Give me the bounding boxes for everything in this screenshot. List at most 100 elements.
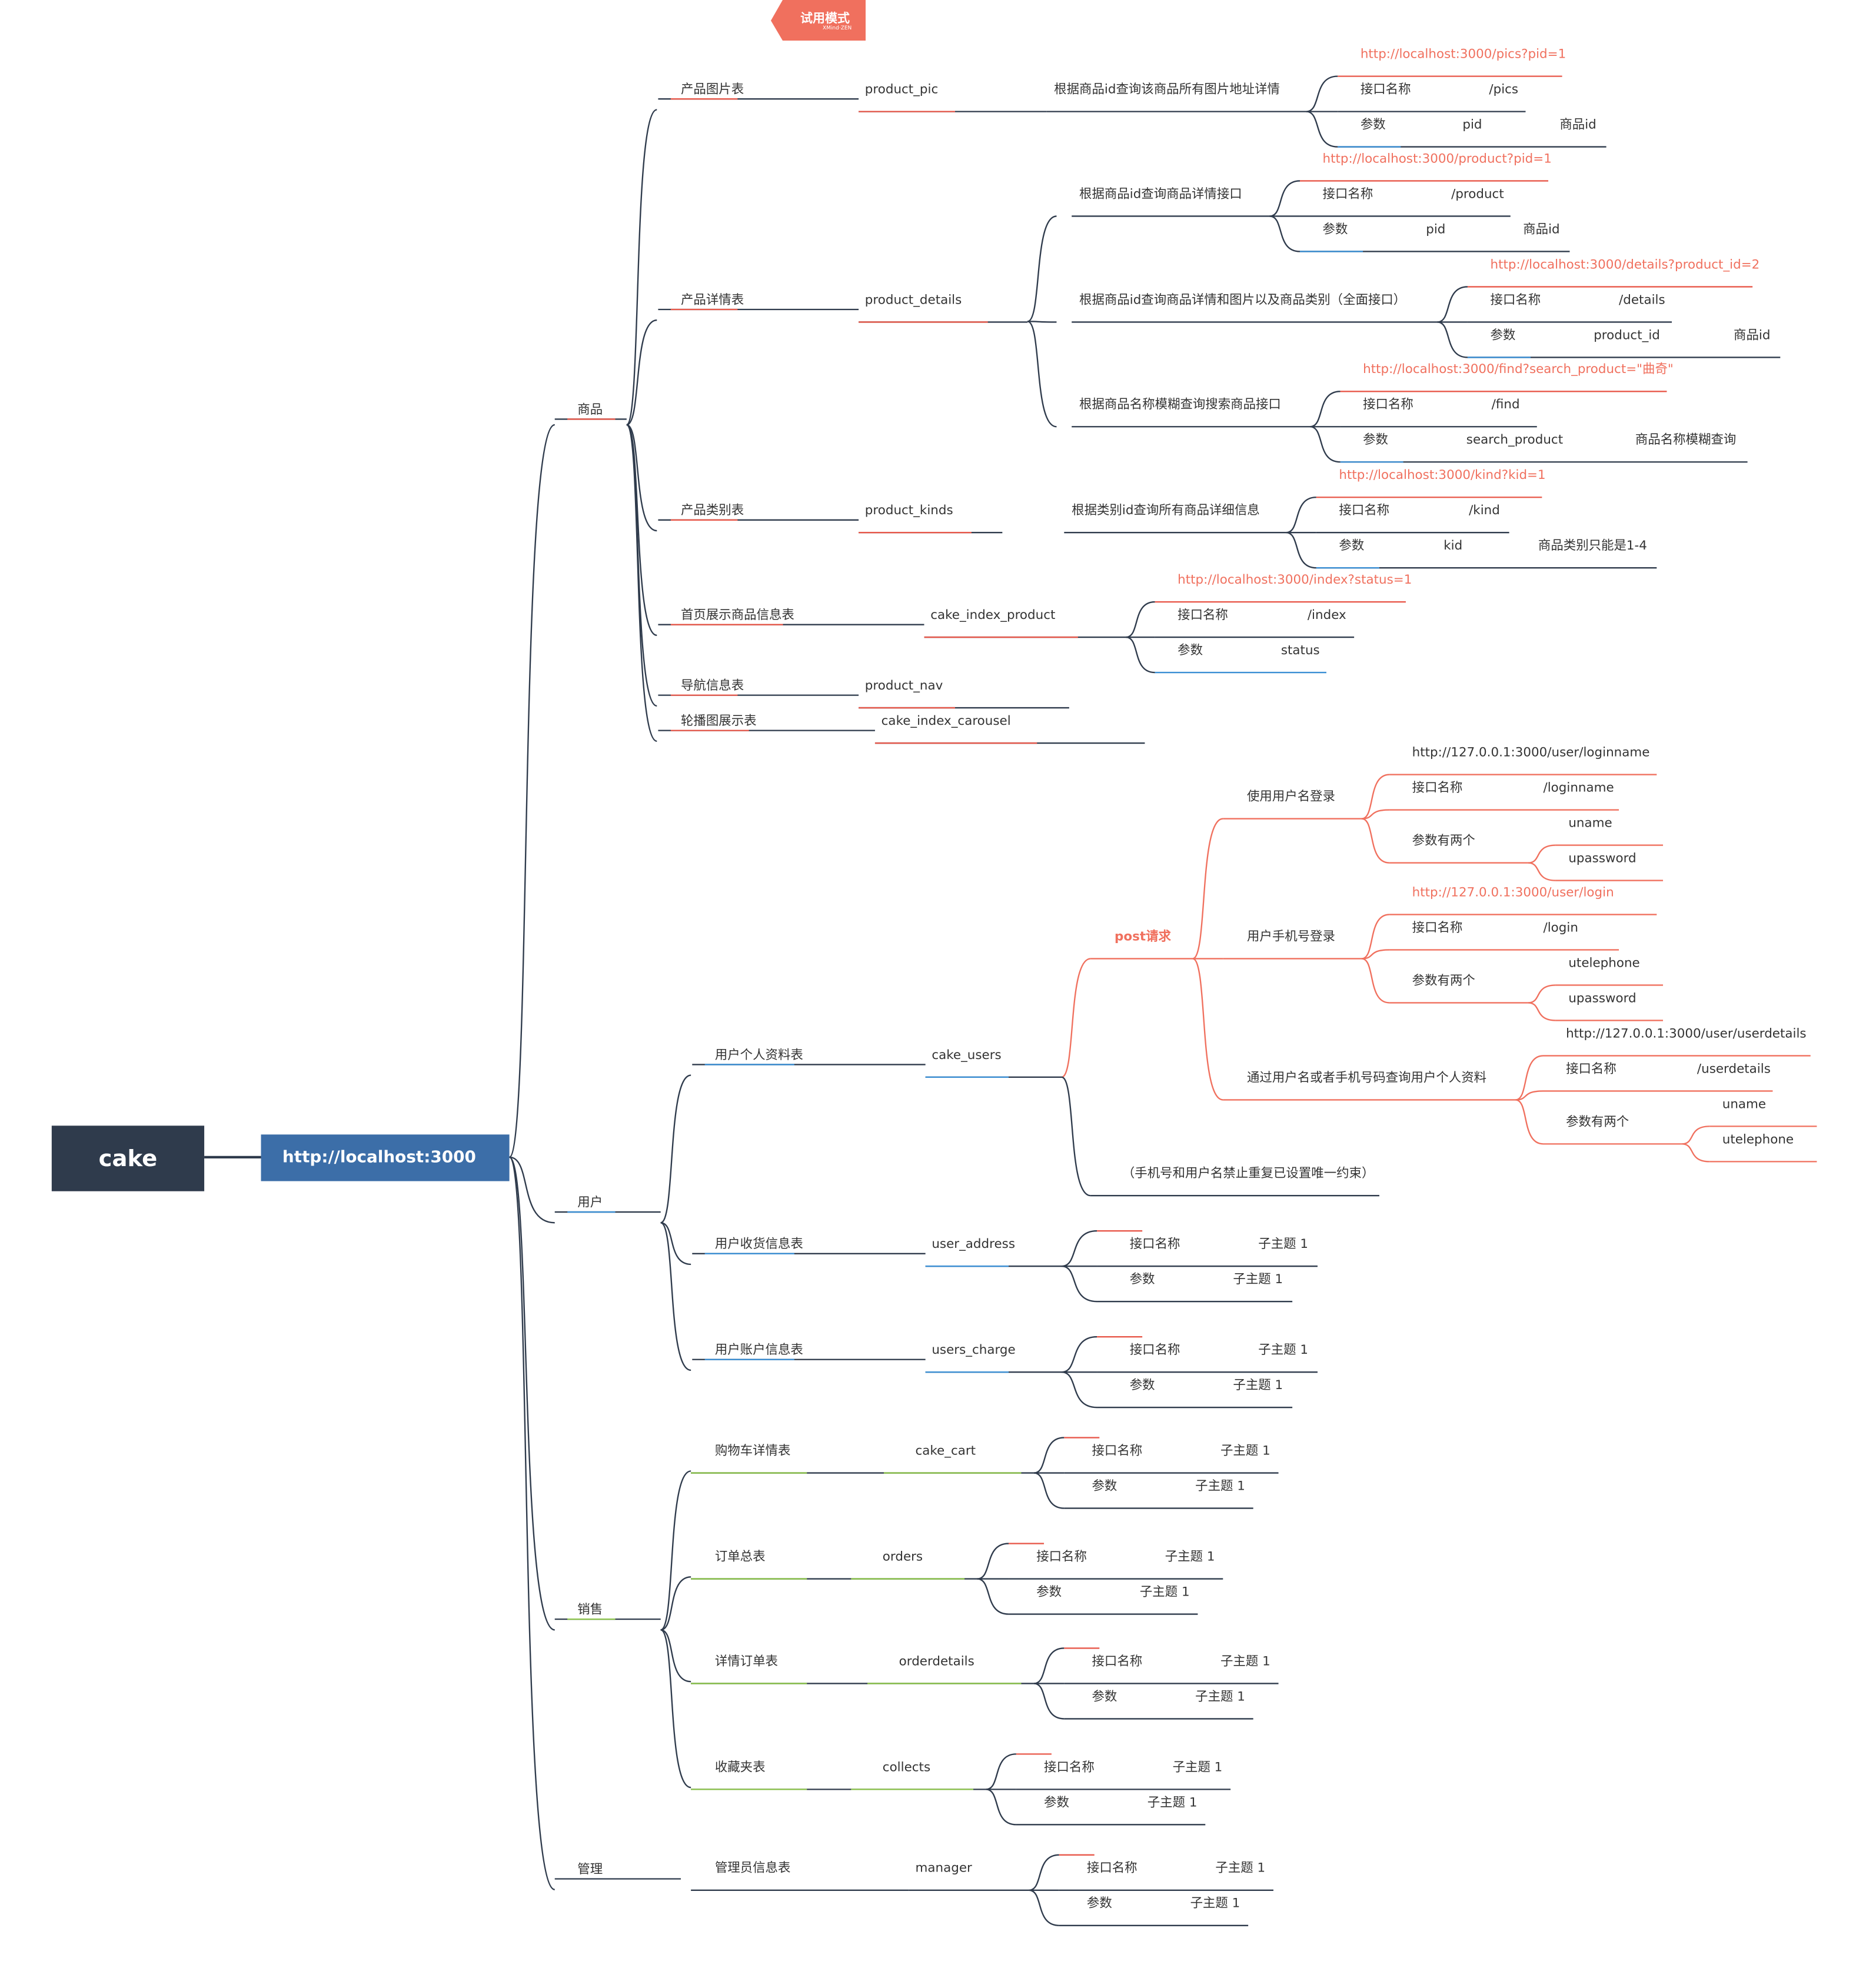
users-table-name-0[interactable]: cake_users (932, 1048, 1002, 1063)
post-api-2-name[interactable]: /userdetails (1697, 1063, 1771, 1077)
post-api-0-url[interactable]: http://127.0.0.1:3000/user/loginname (1412, 746, 1650, 760)
api-kind-label[interactable]: 根据类别id查询所有商品详细信息 (1072, 504, 1260, 518)
api-index-name-label[interactable]: 接口名称 (1178, 608, 1228, 623)
post-api-2-param-label[interactable]: 参数有两个 (1566, 1115, 1629, 1130)
api-product-param-1[interactable]: 商品id (1523, 223, 1560, 237)
sales-stub-1-name[interactable]: 子主题 1 (1165, 1550, 1215, 1564)
post-api-1-name[interactable]: /login (1543, 921, 1578, 935)
api-details-name[interactable]: /details (1619, 294, 1665, 308)
sales-stub-2-param[interactable]: 子主题 1 (1195, 1690, 1245, 1704)
users-stub-2-param-label[interactable]: 参数 (1129, 1378, 1155, 1393)
table-name-2[interactable]: product_kinds (864, 504, 953, 518)
sales-stub-0-name[interactable]: 子主题 1 (1220, 1444, 1270, 1458)
admin-stub-0-param-label[interactable]: 参数 (1086, 1897, 1112, 1912)
post-api-2-name-label[interactable]: 接口名称 (1566, 1063, 1616, 1077)
api-index-param-label[interactable]: 参数 (1178, 644, 1203, 658)
api-find-param-0[interactable]: search_product (1466, 434, 1564, 448)
api-find-label[interactable]: 根据商品名称模糊查询搜索商品接口 (1079, 398, 1281, 412)
api-find-name-label[interactable]: 接口名称 (1363, 398, 1413, 412)
api-product-label[interactable]: 根据商品id查询商品详情接口 (1079, 188, 1242, 202)
admin-stub-0-param[interactable]: 子主题 1 (1190, 1897, 1240, 1912)
api-index-param-0[interactable]: status (1280, 644, 1320, 658)
users-stub-2-name[interactable]: 子主题 1 (1258, 1343, 1309, 1358)
api-details-param-1[interactable]: 商品id (1734, 329, 1771, 343)
users-stub-1-param[interactable]: 子主题 1 (1233, 1273, 1283, 1287)
post-api-0-param-1[interactable]: upassword (1568, 852, 1637, 866)
api-kind-param-label[interactable]: 参数 (1339, 540, 1365, 554)
post-api-0-param-label[interactable]: 参数有两个 (1412, 834, 1475, 848)
admin-table-label-0[interactable]: 管理员信息表 (714, 1862, 791, 1876)
api-find-name[interactable]: /find (1491, 398, 1520, 412)
table-name-4[interactable]: product_nav (864, 679, 943, 694)
table-label-1[interactable]: 产品详情表 (680, 294, 744, 308)
users-stub-1-param-label[interactable]: 参数 (1129, 1273, 1155, 1287)
table-label-2[interactable]: 产品类别表 (680, 504, 744, 518)
post-request-label[interactable]: post请求 (1115, 930, 1171, 944)
sales-stub-3-param[interactable]: 子主题 1 (1147, 1796, 1198, 1810)
sales-stub-2-name[interactable]: 子主题 1 (1220, 1655, 1270, 1669)
sales-stub-0-param[interactable]: 子主题 1 (1195, 1480, 1245, 1494)
post-api-1-param-1[interactable]: upassword (1568, 992, 1637, 1006)
post-api-1-param-0[interactable]: utelephone (1568, 957, 1640, 971)
api-index-name[interactable]: /index (1307, 608, 1346, 623)
api-kind-name[interactable]: /kind (1469, 504, 1500, 518)
api-details-url[interactable]: http://localhost:3000/details?product_id… (1490, 258, 1760, 272)
api-product-name[interactable]: /product (1451, 188, 1504, 202)
users-table-name-1[interactable]: user_address (932, 1238, 1016, 1252)
users-stub-1-name[interactable]: 子主题 1 (1258, 1238, 1309, 1252)
users-table-name-2[interactable]: users_charge (932, 1343, 1016, 1358)
branch-goods[interactable]: 商品 (577, 403, 603, 418)
post-api-1-label[interactable]: 用户手机号登录 (1246, 930, 1335, 944)
api-find-url[interactable]: http://localhost:3000/find?search_produc… (1363, 363, 1674, 377)
sales-table-name-1[interactable]: orders (882, 1550, 923, 1564)
post-api-0-label[interactable]: 使用用户名登录 (1246, 790, 1335, 804)
post-api-0-name[interactable]: /loginname (1543, 781, 1614, 795)
post-api-1-name-label[interactable]: 接口名称 (1412, 921, 1463, 935)
api-pics-name-label[interactable]: 接口名称 (1360, 83, 1411, 97)
post-api-2-url[interactable]: http://127.0.0.1:3000/user/userdetails (1566, 1027, 1807, 1041)
admin-table-name-0[interactable]: manager (915, 1862, 972, 1876)
sales-stub-2-param-label[interactable]: 参数 (1092, 1690, 1117, 1704)
sales-table-label-2[interactable]: 详情订单表 (714, 1655, 778, 1669)
sales-stub-0-param-label[interactable]: 参数 (1092, 1480, 1117, 1494)
sales-table-name-3[interactable]: collects (882, 1761, 931, 1775)
api-kind-param-1[interactable]: 商品类别只能是1-4 (1538, 540, 1647, 554)
table-label-0[interactable]: 产品图片表 (680, 83, 744, 97)
table-label-4[interactable]: 导航信息表 (680, 679, 744, 694)
table-name-1[interactable]: product_details (864, 294, 962, 308)
admin-stub-0-name[interactable]: 子主题 1 (1215, 1862, 1266, 1876)
api-details-param-label[interactable]: 参数 (1490, 329, 1516, 343)
api-pics-url[interactable]: http://localhost:3000/pics?pid=1 (1360, 48, 1566, 62)
sales-stub-3-param-label[interactable]: 参数 (1044, 1796, 1069, 1810)
table-label-5[interactable]: 轮播图展示表 (680, 714, 757, 729)
api-details-name-label[interactable]: 接口名称 (1490, 294, 1541, 308)
api-index-url[interactable]: http://localhost:3000/index?status=1 (1178, 573, 1412, 588)
api-pics-param-label[interactable]: 参数 (1360, 118, 1386, 132)
api-pics-param-1[interactable]: 商品id (1559, 118, 1596, 132)
api-find-param-label[interactable]: 参数 (1363, 434, 1388, 448)
admin-stub-0-name-label[interactable]: 接口名称 (1086, 1862, 1137, 1876)
api-kind-name-label[interactable]: 接口名称 (1339, 504, 1390, 518)
sales-stub-0-name-label[interactable]: 接口名称 (1092, 1444, 1143, 1458)
users-table-label-1[interactable]: 用户收货信息表 (714, 1238, 803, 1252)
table-name-0[interactable]: product_pic (864, 83, 939, 97)
post-api-2-param-1[interactable]: utelephone (1722, 1133, 1794, 1147)
sales-table-name-2[interactable]: orderdetails (899, 1655, 974, 1669)
root-topic[interactable]: cake (51, 1125, 205, 1191)
api-pics-label[interactable]: 根据商品id查询该商品所有图片地址详情 (1054, 83, 1280, 97)
api-pics-param-0[interactable]: pid (1462, 118, 1482, 132)
sales-stub-1-name-label[interactable]: 接口名称 (1036, 1550, 1087, 1564)
post-api-0-param-0[interactable]: uname (1568, 817, 1612, 831)
sales-stub-3-name[interactable]: 子主题 1 (1172, 1761, 1223, 1775)
post-api-2-label[interactable]: 通过用户名或者手机号码查询用户个人资料 (1246, 1071, 1487, 1085)
base-url-topic[interactable]: http://localhost:3000 (261, 1134, 510, 1181)
api-find-param-1[interactable]: 商品名称模糊查询 (1635, 434, 1737, 448)
sales-table-label-1[interactable]: 订单总表 (714, 1550, 766, 1564)
api-product-param-label[interactable]: 参数 (1322, 223, 1348, 237)
sales-stub-1-param-label[interactable]: 参数 (1036, 1586, 1062, 1600)
branch-users[interactable]: 用户 (577, 1196, 603, 1210)
sales-stub-2-name-label[interactable]: 接口名称 (1092, 1655, 1143, 1669)
api-product-param-0[interactable]: pid (1426, 223, 1446, 237)
unique-constraint-note[interactable]: （手机号和用户名禁止重复已设置唯一约束） (1122, 1167, 1375, 1181)
post-api-1-param-label[interactable]: 参数有两个 (1412, 974, 1475, 988)
